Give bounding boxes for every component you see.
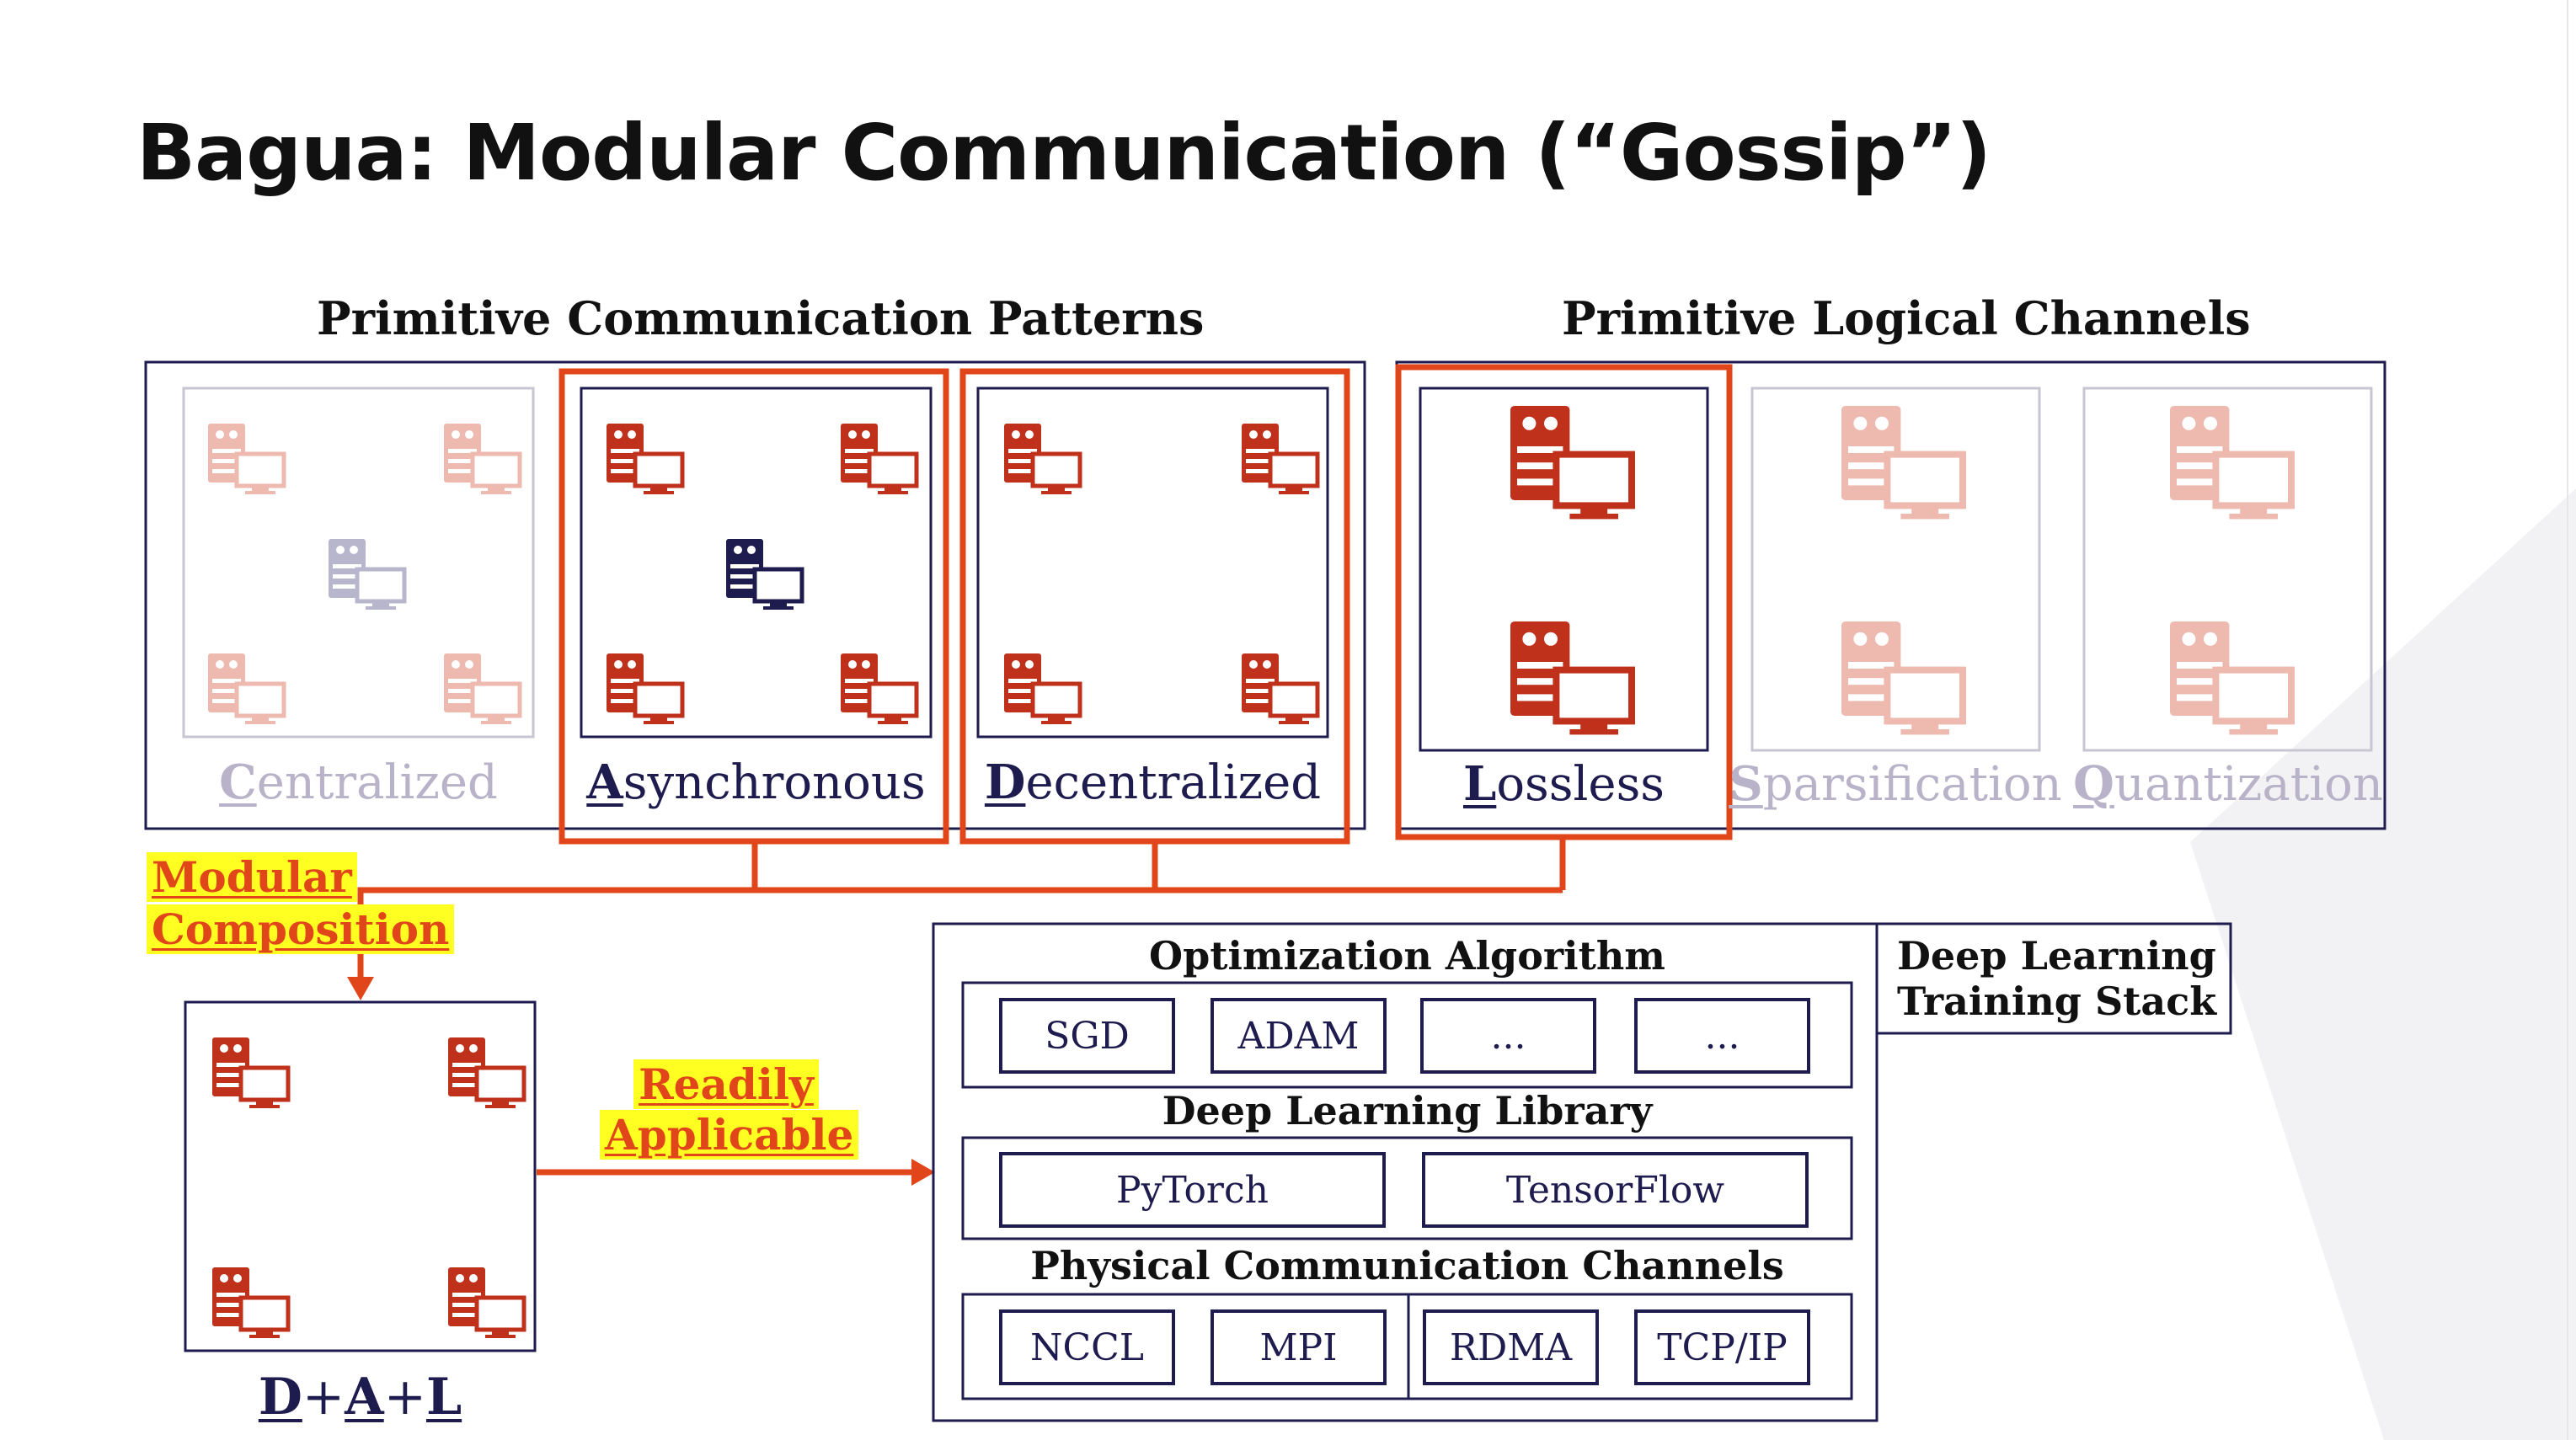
patterns-frame xyxy=(144,360,1366,830)
chip-ellipsis: ... xyxy=(1634,998,1810,1074)
applicable-arrowhead xyxy=(911,1159,935,1186)
channel-initial: S xyxy=(1729,756,1763,812)
optimization-title: Optimization Algorithm xyxy=(1149,933,1665,979)
asynchronous-box xyxy=(580,387,933,739)
channels-heading: Primitive Logical Channels xyxy=(1562,291,2251,345)
training-stack-label: Deep Learning Training Stack xyxy=(1897,933,2216,1024)
channel-rest: parsification xyxy=(1762,757,2062,812)
modular-composition-label: Modular Composition xyxy=(147,852,455,955)
dal-d: D xyxy=(258,1368,302,1427)
server-computer-icon xyxy=(1242,653,1317,724)
pattern-rest: ecentralized xyxy=(1025,755,1322,810)
channel-label-quantization: Quantization xyxy=(2060,756,2397,812)
server-computer-icon xyxy=(208,653,284,724)
sparsification-box xyxy=(1750,387,2041,752)
channel-label-sparsification: Sparsification xyxy=(1727,756,2064,812)
dal-l: L xyxy=(425,1368,462,1427)
chip-rdma: RDMA xyxy=(1423,1309,1599,1385)
pattern-initial: A xyxy=(586,755,623,810)
server-computer-icon xyxy=(1841,621,1963,734)
decentralized-box xyxy=(976,387,1329,739)
pattern-label-asynchronous: Asynchronous xyxy=(581,755,931,810)
server-computer-icon xyxy=(1004,653,1080,724)
dal-plus: + xyxy=(383,1368,426,1427)
server-computer-icon xyxy=(2170,621,2291,734)
applicable-label: Applicable xyxy=(600,1110,859,1160)
composition-label: Composition xyxy=(147,904,455,954)
chip-tcpip: TCP/IP xyxy=(1634,1309,1810,1385)
training-stack-line2: Training Stack xyxy=(1897,979,2217,1024)
slide-title: Bagua: Modular Communication (“Gossip”) xyxy=(136,108,1991,198)
channel-rest: uantization xyxy=(2114,757,2383,812)
optimization-layer xyxy=(961,981,1853,1089)
pattern-rest: entralized xyxy=(256,755,498,810)
dal-a: A xyxy=(345,1368,384,1427)
pattern-rest: synchronous xyxy=(623,755,926,810)
server-computer-icon xyxy=(607,424,682,494)
centralized-box xyxy=(182,387,535,739)
channel-initial: L xyxy=(1462,756,1497,812)
stack-side-frame xyxy=(1875,922,2232,1035)
composition-arrowhead xyxy=(347,977,374,1000)
physical-title: Physical Communication Channels xyxy=(1030,1243,1784,1288)
chip-nccl: NCCL xyxy=(999,1309,1175,1385)
chip-sgd: SGD xyxy=(999,998,1175,1074)
server-computer-icon xyxy=(212,1037,288,1108)
server-computer-icon xyxy=(444,653,520,724)
chip-mpi: MPI xyxy=(1211,1309,1387,1385)
library-title: Deep Learning Library xyxy=(1162,1088,1653,1133)
training-stack-line1: Deep Learning xyxy=(1897,933,2216,979)
server-computer-icon xyxy=(444,424,520,494)
dal-plus: + xyxy=(302,1368,345,1427)
server-computer-icon xyxy=(329,539,404,610)
server-computer-icon xyxy=(448,1267,524,1338)
server-computer-icon xyxy=(2170,406,2291,519)
channel-label-lossless: Lossless xyxy=(1420,756,1708,812)
pattern-label-centralized: Centralized xyxy=(184,755,533,810)
readily-applicable-label: Readily Applicable xyxy=(600,1059,859,1160)
pattern-initial: C xyxy=(219,755,257,810)
channel-initial: Q xyxy=(2073,756,2114,812)
chip-tensorflow: TensorFlow xyxy=(1422,1152,1809,1228)
lossless-box xyxy=(1419,387,1709,752)
pattern-label-decentralized: Decentralized xyxy=(978,755,1328,810)
readily-label: Readily xyxy=(633,1059,819,1109)
pattern-initial: D xyxy=(984,755,1026,810)
server-computer-icon xyxy=(1004,424,1080,494)
dal-box xyxy=(184,1000,537,1352)
server-computer-icon xyxy=(448,1037,524,1108)
chip-adam: ADAM xyxy=(1211,998,1387,1074)
server-computer-icon xyxy=(841,424,917,494)
library-layer xyxy=(961,1136,1853,1240)
server-computer-icon xyxy=(1510,621,1632,734)
server-computer-icon xyxy=(841,653,917,724)
server-computer-icon xyxy=(726,539,802,610)
server-computer-icon xyxy=(1242,424,1317,494)
channel-rest: ossless xyxy=(1496,757,1665,812)
server-computer-icon xyxy=(1841,406,1963,519)
stack-frame xyxy=(932,922,1879,1422)
server-computer-icon xyxy=(1510,406,1632,519)
server-computer-icon xyxy=(208,424,284,494)
patterns-heading: Primitive Communication Patterns xyxy=(317,291,1205,345)
modular-label: Modular xyxy=(147,852,357,902)
server-computer-icon xyxy=(607,653,682,724)
chip-ellipsis: ... xyxy=(1420,998,1596,1074)
dal-label: D+A+L xyxy=(185,1368,535,1427)
chip-pytorch: PyTorch xyxy=(999,1152,1386,1228)
quantization-box xyxy=(2082,387,2373,752)
server-computer-icon xyxy=(212,1267,288,1338)
